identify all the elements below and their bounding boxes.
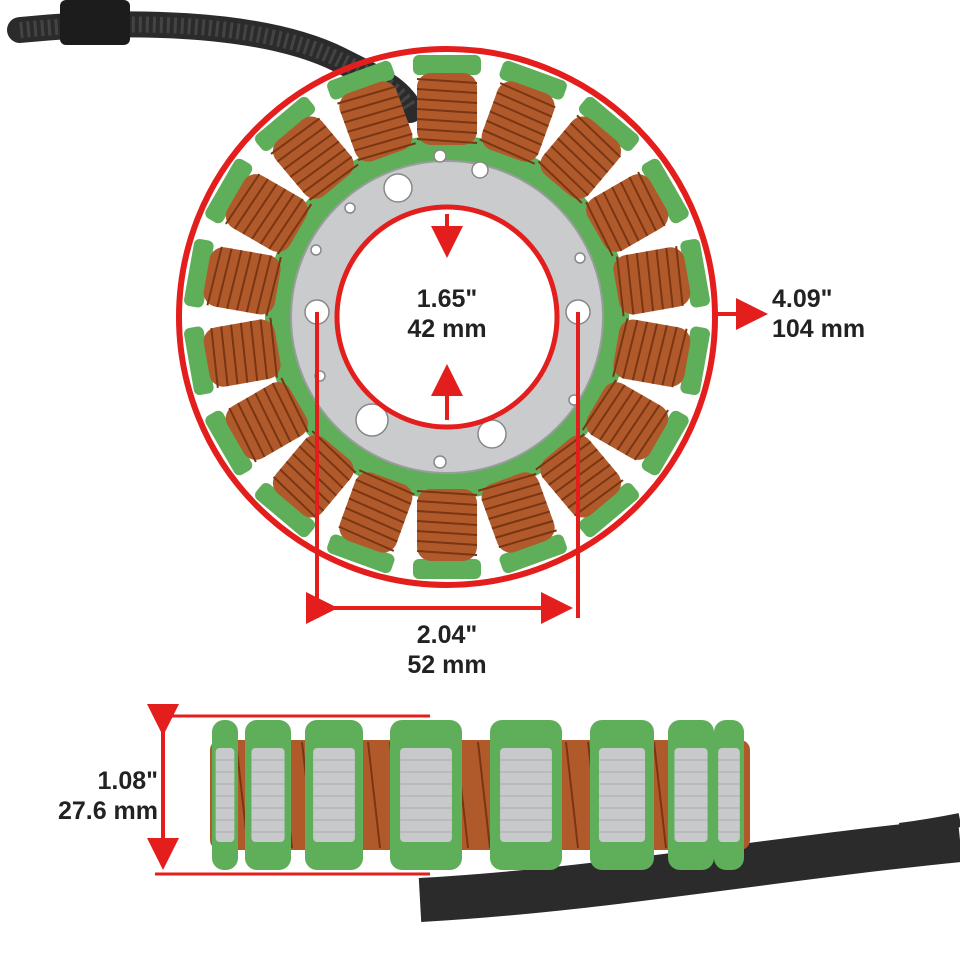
coil [254,96,359,201]
height-imperial: 1.08" [97,767,158,795]
bolt-spacing-metric: 52 mm [407,651,487,679]
coil [612,318,710,396]
coil [581,379,689,476]
coil [613,238,710,317]
wire-harness-side [418,818,960,922]
coil [327,469,415,574]
inner-diameter-imperial: 1.65" [416,285,478,313]
mounting-hole [471,161,489,179]
coil [205,377,309,476]
mounting-hole [574,252,586,264]
coil [413,489,481,579]
coil [535,433,640,538]
tooth-insulator [490,720,562,870]
tooth-insulator [212,720,238,870]
coil [585,158,689,257]
inner-diameter-label: 1.65" 42 mm [382,284,512,344]
outer-diameter-label: 4.09" 104 mm [772,284,902,344]
tooth-insulator [245,720,291,870]
height-label: 1.08" 27.6 mm [28,766,158,826]
inner-diameter-circle [334,204,560,430]
stator-side-view [210,720,960,922]
coil [479,60,567,165]
bolt-spacing-label: 2.04" 52 mm [382,620,512,680]
coil [205,158,313,255]
tooth-insulator [714,720,744,870]
bolt-spacing-imperial: 2.04" [416,621,478,649]
center-bore [339,209,555,425]
mounting-hole [344,202,356,214]
mounting-hole [383,173,413,203]
mounting-hole [433,455,447,469]
mounting-hole [355,403,389,437]
height-dimension [147,704,430,876]
tooth-insulator [668,720,714,870]
tooth-insulator [390,720,462,870]
tooth-insulator [305,720,363,870]
coil [254,430,357,538]
inner-diameter-metric: 42 mm [407,315,487,343]
coil [478,472,567,574]
outer-diameter-imperial: 4.09" [772,285,833,313]
mounting-hole [433,149,447,163]
coil [327,60,416,162]
tooth-insulator [590,720,654,870]
coil [537,96,640,204]
mounting-hole [477,419,507,449]
bolt-spacing-dimension [306,312,580,624]
coil [184,238,282,316]
outer-diameter-metric: 104 mm [772,315,866,343]
coil [413,55,481,145]
coil [184,317,281,396]
height-metric: 27.6 mm [57,797,158,825]
outer-diameter-circle [176,46,718,588]
mounting-hole [310,244,322,256]
